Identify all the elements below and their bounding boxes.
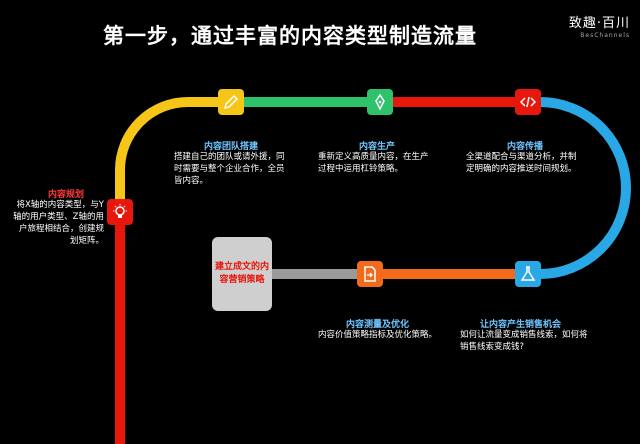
final-strategy-box: 建立成文的内容营销策略 (212, 237, 272, 311)
step-desc-distribution: 全渠道配合与渠道分析，并制定明确的内容推送时间规划。 (466, 152, 577, 174)
flask-icon (515, 261, 541, 287)
step-desc-production: 重新定义高质量内容，在生产过程中运用杠铃策略。 (318, 152, 429, 174)
step-label-distribution: 内容传播 (507, 142, 544, 152)
pen-nib-icon (367, 89, 393, 115)
step-desc-team: 搭建自己的团队或请外援，同时需要与整个企业合作，全员皆内容。 (174, 152, 285, 186)
step-label-production: 内容生产 (359, 142, 396, 152)
step-label-sales: 让内容产生销售机会 (480, 320, 562, 330)
track-blue-curve (528, 97, 631, 279)
step-label-team: 内容团队搭建 (204, 142, 259, 152)
logo-main-text: 致趣·百川 (568, 16, 630, 31)
track-yellow-curve (115, 97, 232, 200)
document-arrow-icon (357, 261, 383, 287)
final-strategy-text: 建立成文的内容营销策略 (214, 262, 269, 285)
page-title: 第一步，通过丰富的内容类型制造流量 (103, 24, 477, 48)
step-label-measurement: 内容测量及优化 (346, 320, 410, 330)
lightbulb-icon (107, 199, 133, 225)
brand-logo: 致趣·百川 BesChannels (569, 12, 630, 39)
step-desc-measurement: 内容价值策略指标及优化策略。 (318, 330, 438, 340)
logo-sub-text: BesChannels (580, 32, 630, 39)
step-label-planning: 内容规划 (48, 190, 85, 200)
step-desc-sales: 如何让流量变成销售线索，如何将销售线索变成钱? (460, 330, 588, 352)
pencil-icon (218, 89, 244, 115)
code-icon (515, 89, 541, 115)
step-desc-planning: 将X轴的内容类型，与Y轴的用户类型、Z轴的用户旅程相结合，创建规划矩阵。 (13, 200, 104, 246)
